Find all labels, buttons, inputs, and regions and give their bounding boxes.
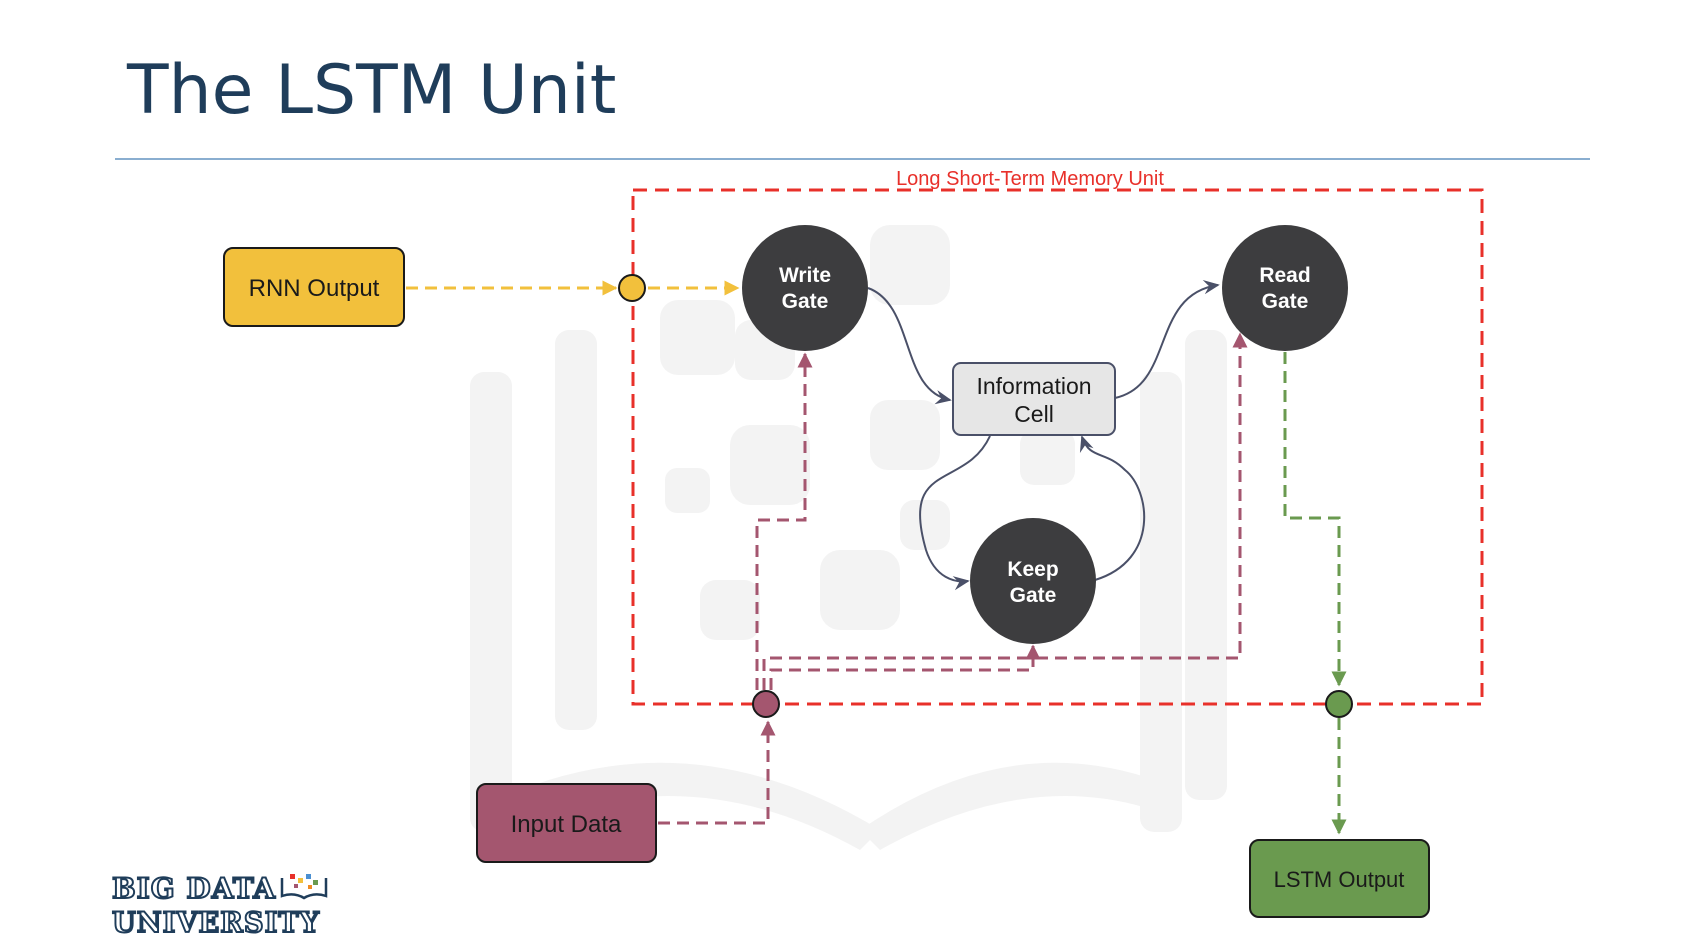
- input-data-label: Input Data: [511, 811, 622, 838]
- keep-gate-label-line1: Keep: [1007, 558, 1058, 581]
- lstm-output-label: LSTM Output: [1274, 867, 1405, 892]
- input-data-junction: [752, 690, 780, 718]
- keep-gate-to-cell-arrow: [1079, 435, 1146, 581]
- read-gate-label-line2: Gate: [1262, 290, 1309, 313]
- write-gate-node: Write Gate: [742, 225, 868, 351]
- read-gate-to-junction-connector: [1283, 352, 1347, 687]
- junction-to-write-gate-connector-maroon: [755, 352, 813, 690]
- junction-to-read-gate-connector: [762, 332, 1248, 690]
- lstm-unit-boundary: [631, 188, 1484, 706]
- keep-gate-label-line2: Gate: [1010, 584, 1057, 607]
- big-data-university-logo: BIG DATA UNIVERSITY: [111, 871, 328, 938]
- rnn-output-junction: [618, 274, 646, 302]
- rnn-output-label: RNN Output: [249, 275, 380, 302]
- keep-gate-node: Keep Gate: [970, 518, 1096, 644]
- information-cell-label-line1: Information: [976, 373, 1091, 399]
- cell-to-read-gate-arrow: [1114, 279, 1220, 399]
- read-gate-node: Read Gate: [1222, 225, 1348, 351]
- title-divider: [115, 158, 1590, 160]
- write-gate-label-line2: Gate: [782, 290, 829, 313]
- input-data-to-junction-connector: [658, 720, 776, 825]
- input-data-node: Input Data: [476, 783, 657, 863]
- book-icon: [280, 874, 328, 900]
- rnn-output-node: RNN Output: [223, 247, 405, 327]
- write-gate-to-cell-arrow: [867, 287, 952, 405]
- information-cell-label-line2: Cell: [1014, 401, 1054, 427]
- logo-line-1: BIG DATA: [112, 872, 276, 905]
- logo-line-2: UNIVERSITY: [112, 906, 320, 938]
- cell-to-keep-gate-arrow: [919, 435, 991, 591]
- lstm-unit-label: Long Short-Term Memory Unit: [896, 168, 1164, 190]
- read-gate-label-line1: Read: [1259, 264, 1310, 287]
- lstm-output-junction: [1325, 690, 1353, 718]
- junction-to-keep-gate-connector: [769, 644, 1041, 690]
- slide-title: The LSTM Unit: [127, 51, 617, 130]
- lstm-output-node: LSTM Output: [1249, 839, 1430, 918]
- write-gate-label-line1: Write: [779, 264, 831, 287]
- information-cell-node: Information Cell: [952, 362, 1116, 436]
